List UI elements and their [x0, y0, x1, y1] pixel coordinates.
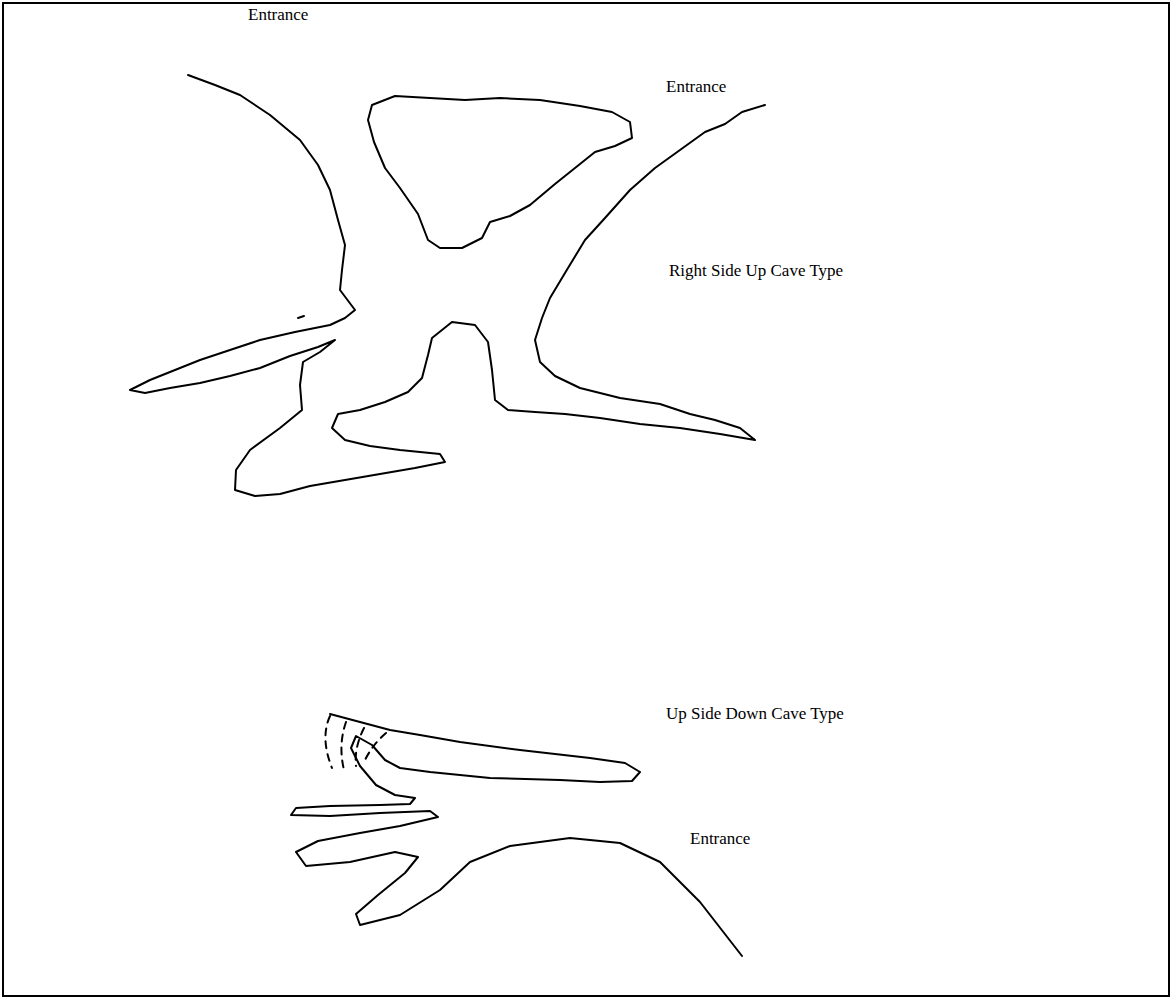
- entrance-label: Entrance: [248, 6, 308, 25]
- cave-wall: [291, 714, 742, 956]
- cave-type-label: Right Side Up Cave Type: [669, 262, 843, 281]
- cave-type-label: Up Side Down Cave Type: [666, 705, 844, 724]
- wall-mark: [298, 316, 304, 318]
- figure-frame: [3, 3, 1169, 996]
- entrance-label: Entrance: [690, 830, 750, 849]
- cave-wall: [130, 75, 765, 496]
- entrance-label: Entrance: [666, 78, 726, 97]
- cave-island: [368, 96, 632, 248]
- dashed-passage: [325, 716, 386, 770]
